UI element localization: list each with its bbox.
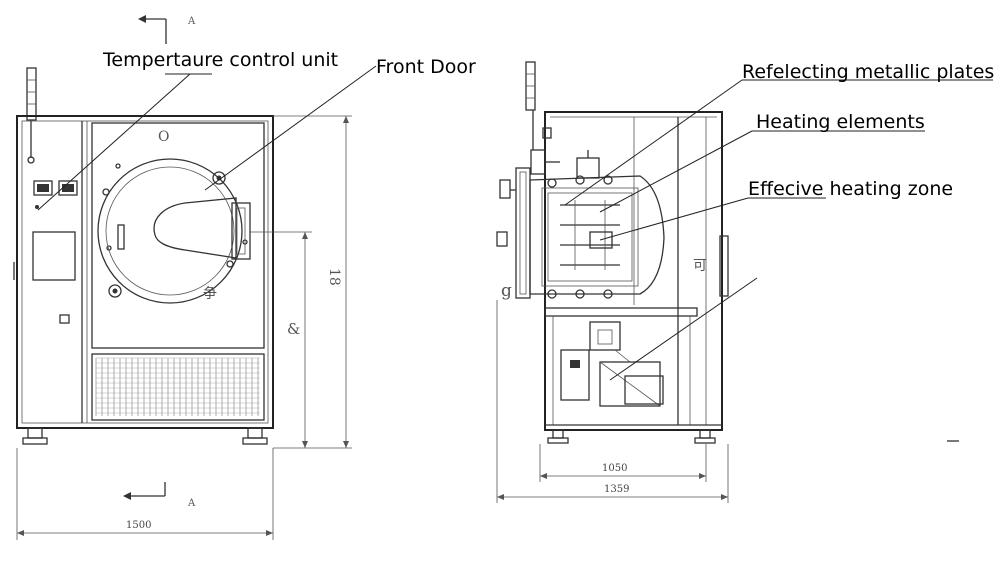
chamber-body xyxy=(529,175,665,295)
top-motor xyxy=(576,157,600,179)
lower-shelf xyxy=(544,307,698,317)
front-height-label: 18 xyxy=(326,268,342,286)
front-view: O 争 1500 xyxy=(13,15,352,540)
svg-text:A: A xyxy=(187,498,196,509)
section-mark-bottom: A xyxy=(123,482,196,509)
side-char-mark: 可 xyxy=(693,258,707,274)
side-foot-right xyxy=(699,429,711,439)
temperature-display-1 xyxy=(33,180,53,196)
view-port xyxy=(117,224,125,250)
door-inner-ring xyxy=(105,166,235,296)
side-view: g 可 xyxy=(496,61,959,503)
heating-zone-box xyxy=(589,231,613,249)
svg-text:A: A xyxy=(187,16,196,27)
grille-pattern xyxy=(95,357,260,416)
front-foot-left xyxy=(27,427,43,439)
door-handle-arm xyxy=(153,197,237,259)
callout-front-door: Front Door xyxy=(376,56,476,78)
signal-tower xyxy=(26,67,37,121)
side-letter-mark: g xyxy=(501,281,512,301)
front-door-panel xyxy=(91,122,265,349)
leader-lines xyxy=(37,65,993,381)
front-frame xyxy=(16,115,274,429)
front-foot-right xyxy=(247,427,263,439)
reflecting-plate-box xyxy=(541,187,639,287)
door-hinge-block xyxy=(231,202,251,260)
power-switch xyxy=(59,314,70,324)
door-latch-top xyxy=(212,171,226,185)
door-char-mark: 争 xyxy=(203,286,217,302)
callout-heating-elements: Heating elements xyxy=(756,111,925,133)
door-outer-ring xyxy=(97,158,243,304)
control-screen xyxy=(32,231,76,281)
door-circle-mark: O xyxy=(158,129,169,145)
ventilation-grille xyxy=(91,353,265,421)
front-inner-label: & xyxy=(287,320,300,338)
callout-effective-heating-zone: Effecive heating zone xyxy=(748,178,953,200)
side-frame xyxy=(544,111,723,431)
side-total-width-label: 1359 xyxy=(604,484,629,495)
callout-reflecting-plates: Refelecting metallic plates xyxy=(742,61,994,83)
temperature-display-2 xyxy=(58,180,78,196)
section-mark-top: A xyxy=(138,15,196,44)
callout-temperature-control-unit: Tempertaure control unit xyxy=(102,49,338,71)
side-foot-left xyxy=(552,429,564,439)
side-door-flange xyxy=(515,167,531,299)
door-latch-bottom xyxy=(108,284,122,298)
vacuum-pump xyxy=(589,321,621,351)
side-inner-width-label: 1050 xyxy=(602,463,627,474)
front-width-label: 1500 xyxy=(126,520,151,531)
